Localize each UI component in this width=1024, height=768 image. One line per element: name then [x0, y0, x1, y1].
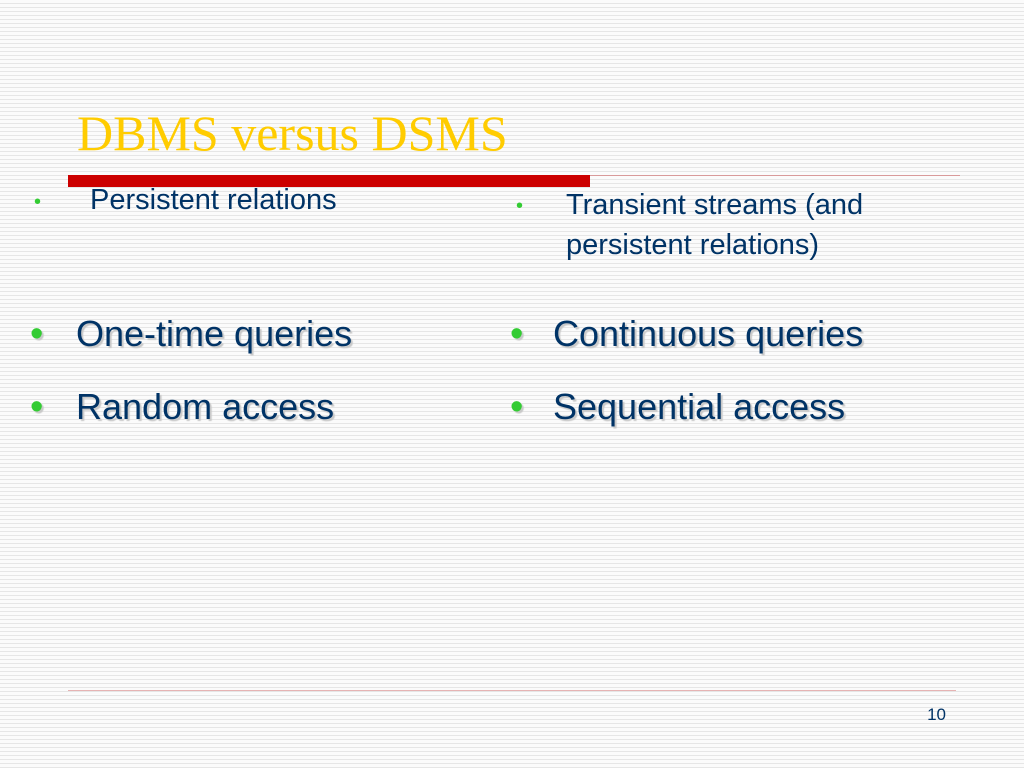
right-item-transient-streams-line1: Transient streams (and: [566, 189, 864, 221]
bullet-dot: •: [30, 313, 44, 355]
right-item-transient-streams-line2: persistent relations): [566, 229, 820, 261]
right-item-continuous-queries: Continuous queries: [553, 313, 864, 354]
bullet-dot: •: [510, 313, 524, 355]
bullet-dot: •: [516, 195, 524, 217]
bullet-dot: •: [34, 191, 42, 213]
bullet-dot: •: [30, 386, 44, 428]
bullet-dot: •: [510, 386, 524, 428]
left-item-one-time-queries: One-time queries: [76, 313, 353, 354]
page-number: 10: [927, 705, 946, 724]
left-item-random-access: Random access: [76, 386, 335, 427]
title-underline-red: [68, 175, 590, 187]
right-item-sequential-access: Sequential access: [553, 386, 846, 427]
slide-title: DBMS versus DSMS: [77, 105, 508, 161]
footer-rule: [68, 690, 956, 691]
left-item-persistent-relations: Persistent relations: [90, 184, 337, 216]
